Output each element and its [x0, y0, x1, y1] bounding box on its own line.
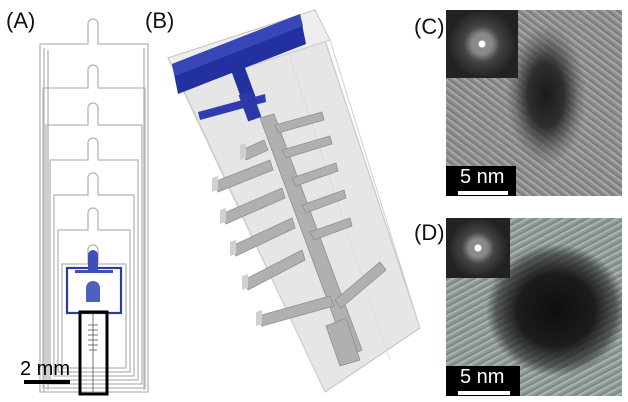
panel-d-tem-image: 5 nm [446, 218, 622, 396]
panel-c-scale-label: 5 nm [460, 166, 505, 188]
panel-a-label: (A) [6, 8, 36, 33]
panel-d-scale-bar [458, 391, 510, 395]
panel-c-label: (C) [414, 14, 445, 39]
panel-d-fft-inset [446, 218, 510, 278]
panel-c-tem-image: 5 nm [446, 10, 622, 196]
panel-c-fft-inset [446, 10, 518, 78]
panel-d-scale-label: 5 nm [460, 366, 505, 388]
panel-b-label: (B) [145, 8, 175, 33]
panel-a-scale-label: 2 mm [20, 358, 70, 380]
panel-d-label: (D) [414, 220, 445, 245]
panel-c-scale-bar [458, 191, 508, 195]
